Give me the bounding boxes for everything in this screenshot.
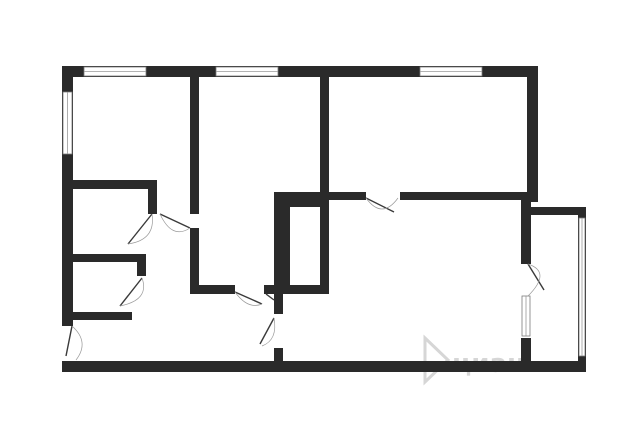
window-left	[62, 91, 73, 155]
door-living-room-icon	[259, 317, 276, 347]
wardrobe-right	[320, 200, 329, 294]
window-top-middle	[215, 66, 279, 77]
wall-right-room-bottom-a	[320, 192, 366, 200]
balcony-top-wall	[527, 207, 586, 215]
door-balcony-icon	[527, 263, 545, 297]
wall-toilet-bottom	[62, 312, 132, 320]
wall-left-middle	[190, 66, 199, 214]
wardrobe-bottom	[264, 285, 329, 294]
wall-right-room-bottom-b	[400, 192, 531, 200]
wall-middle-right	[320, 66, 329, 200]
watermark-logo-icon	[423, 334, 451, 386]
wall-bath-bottom	[62, 254, 146, 262]
door-bathroom-icon	[127, 213, 153, 245]
wall-corridor-left	[274, 192, 283, 300]
wall-right-upper	[527, 66, 538, 202]
wall-corridor-top	[274, 192, 320, 200]
door-toilet-icon	[119, 277, 144, 307]
balcony-bottom-wall	[527, 361, 586, 372]
wall-right-low	[521, 338, 531, 372]
wall-living-left-b	[274, 348, 283, 372]
wall-bath-right	[148, 180, 157, 214]
wardrobe-left	[283, 200, 290, 287]
interior-walls	[62, 66, 531, 372]
wall-living-left-a	[274, 300, 283, 314]
door-entrance-icon	[65, 325, 83, 361]
wardrobe-top	[283, 200, 320, 207]
window-top-right	[419, 66, 483, 77]
door-middle-room-icon	[234, 291, 263, 306]
wall-right-mid	[521, 196, 531, 264]
balcony	[527, 207, 586, 372]
watermark: циан	[423, 334, 525, 386]
outer-walls	[62, 66, 538, 372]
balcony-door-window	[521, 295, 531, 337]
wall-toilet-right	[137, 254, 146, 276]
wall-bath-top	[62, 180, 156, 189]
door-left-room-icon	[159, 213, 191, 233]
door-corridor-icon	[265, 293, 275, 301]
window-top-left	[83, 66, 147, 77]
wall-left	[62, 66, 73, 326]
wall-bottom	[62, 361, 538, 372]
doors	[65, 197, 545, 361]
wall-top	[62, 66, 538, 77]
door-right-room-icon	[365, 197, 399, 213]
wall-middle-bottom-left	[190, 285, 235, 294]
windows	[62, 66, 531, 337]
wall-left-middle-lower	[190, 228, 199, 294]
wall-toilet-left-end	[62, 312, 73, 326]
